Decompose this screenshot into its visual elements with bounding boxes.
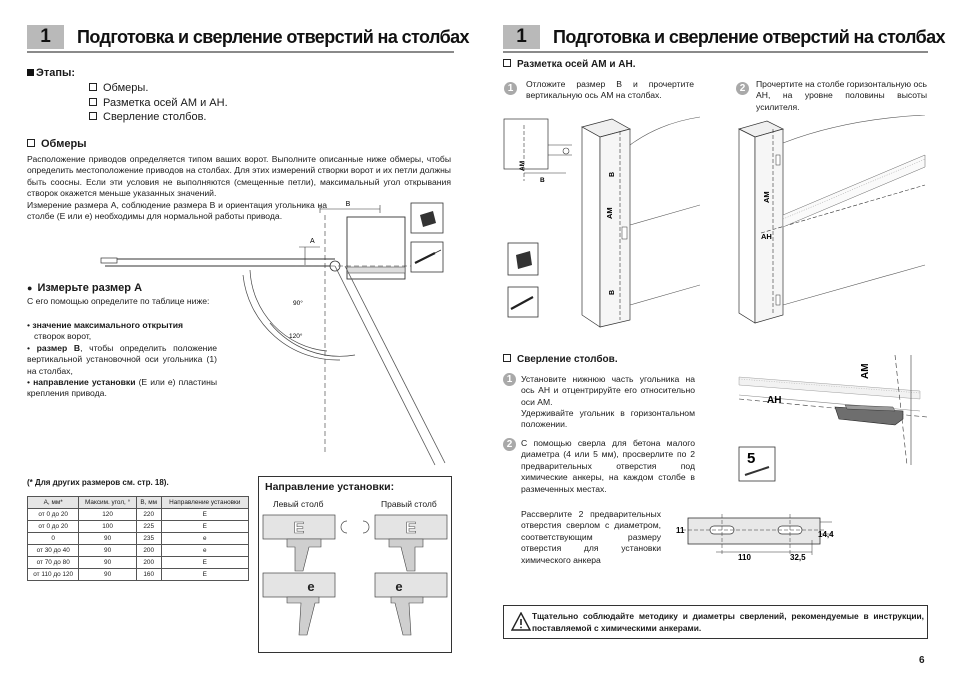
gate-measurement-diagram: B A 90° 120° [100, 201, 446, 466]
table-header-row: А, мм* Максим. угол, ° В, мм Направление… [26, 496, 250, 509]
size-a-intro: С его помощью определите по таблице ниже… [27, 296, 210, 306]
bullet-item: • размер В, чтобы определить положение в… [27, 342, 217, 376]
label-am: AM [605, 207, 614, 219]
small-e-right: e [395, 579, 402, 594]
label-90: 90° [293, 299, 303, 307]
label-ah-drill: AH [767, 395, 781, 406]
step-2-badge: 2 [736, 82, 749, 95]
dim-32-5: 32,5 [790, 553, 806, 562]
page-title-right: Подготовка и сверление отверстий на стол… [553, 27, 946, 47]
label-a: A [310, 238, 315, 245]
checkbox-icon [89, 97, 97, 106]
size-table: А, мм* Максим. угол, ° В, мм Направление… [26, 496, 250, 581]
table-header-cell: В, мм [135, 496, 162, 509]
label-b-pillar: B [609, 290, 616, 295]
drill-heading: Сверление столбов. [503, 354, 618, 365]
big-e-left: E [294, 520, 305, 537]
label-ah-right: AH [761, 232, 772, 241]
stages-heading: Этапы: [27, 67, 75, 79]
drill-step-1-badge: 1 [503, 373, 516, 386]
label-b-pillar: B [609, 172, 616, 177]
page-title-left: Подготовка и сверление отверстий на стол… [77, 27, 470, 47]
left-post-label: Левый столб [273, 499, 324, 509]
checkbox-icon [503, 59, 511, 67]
label-am-small: AM [519, 161, 526, 171]
chapter-number-left: 1 [27, 25, 64, 49]
label-am-drill: AM [860, 363, 871, 379]
step-1-text: Отложите размер В и прочертите вертикаль… [526, 79, 694, 101]
dim-14-4: 14,4 [818, 530, 834, 539]
install-direction-diagram: E E e e [262, 514, 448, 636]
install-direction-box: Направление установки: Левый столб Правы… [258, 476, 452, 653]
axis-am-diagram: AM B B B AM [503, 116, 700, 328]
checkbox-icon [27, 139, 35, 147]
label-120: 120° [289, 332, 303, 340]
axes-heading: Разметка осей АМ и АН. [503, 59, 636, 70]
stage-item: Обмеры. [89, 81, 228, 96]
measure-heading: Обмеры [27, 138, 87, 150]
bullet-item: • направление установки (Е или е) пласти… [27, 377, 217, 399]
table-note: (* Для других размеров см. стр. 18). [27, 478, 169, 487]
right-post-label: Правый столб [381, 499, 437, 509]
axis-ah-diagram: AM AH [738, 115, 926, 324]
measure-text: Расположение приводов определяется типом… [27, 154, 451, 199]
chapter-number-right: 1 [503, 25, 540, 49]
checkbox-icon [89, 83, 97, 91]
drill-step-3-text: Рассверлите 2 предварительных отверстия … [521, 509, 661, 565]
dim-11: 11 [676, 526, 685, 535]
install-heading: Направление установки: [265, 481, 395, 493]
square-bullet-icon [27, 69, 34, 76]
stages-list: Обмеры. Разметка осей АМ и АН. Сверление… [89, 81, 228, 125]
size-a-heading: ●Измерьте размер А [27, 282, 143, 294]
label-b-small: B [540, 177, 545, 184]
dot-bullet-icon: ● [27, 283, 33, 293]
drill-step-2-text: С помощью сверла для бетона малого диаме… [521, 438, 695, 494]
big-e-right: E [406, 520, 417, 537]
label-b: B [346, 201, 351, 208]
stage-item: Разметка осей АМ и АН. [89, 96, 228, 111]
table-header-cell: А, мм* [26, 496, 80, 509]
dim-110: 110 [738, 553, 751, 562]
bracket-dimension-drawing: 11 14,4 110 32,5 [676, 514, 834, 562]
measure-text-2: Измерение размера А, соблюдение размера … [27, 200, 327, 222]
warning-text: Тщательно соблюдайте методику и диаметры… [532, 611, 924, 633]
table-header-cell: Направление установки [160, 496, 250, 509]
drill-step-1-text: Установите нижнюю часть угольника на ось… [521, 374, 695, 407]
title-rule-left [27, 51, 454, 53]
warning-triangle-icon [511, 612, 531, 631]
drilling-diagram: AH AM 5 [738, 355, 928, 482]
checkbox-icon [503, 354, 511, 362]
step-1-badge: 1 [504, 82, 517, 95]
page-number: 6 [919, 655, 925, 666]
drill-step-2-badge: 2 [503, 438, 516, 451]
title-rule-right [503, 51, 928, 53]
drill-step-1-text-2: Удерживайте угольник в горизонтальном по… [521, 408, 695, 430]
label-am-right: AM [762, 191, 771, 203]
table-header-cell: Максим. угол, ° [78, 496, 137, 509]
warning-box: Тщательно соблюдайте методику и диаметры… [503, 605, 928, 639]
small-e-left: e [307, 579, 314, 594]
drill-bit-size: 5 [747, 450, 755, 467]
checkbox-icon [89, 112, 97, 120]
step-2-text: Прочертите на столбе горизонтальную ось … [756, 79, 927, 112]
stage-item: Сверление столбов. [89, 110, 228, 125]
